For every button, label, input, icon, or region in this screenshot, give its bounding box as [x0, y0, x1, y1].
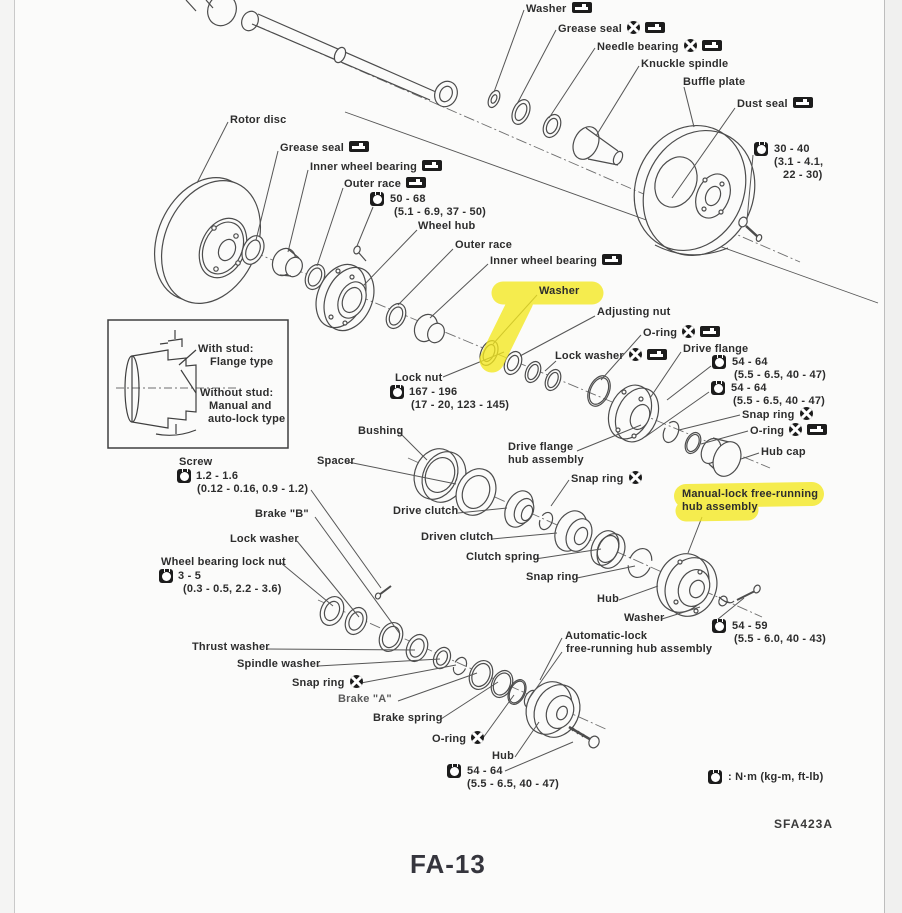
replace-icon — [789, 423, 803, 436]
label-washer-highlighted: Washer — [539, 285, 580, 297]
label-drive-clutch: Drive clutch — [393, 505, 459, 517]
torque-icon — [390, 385, 404, 399]
leader-lines — [196, 9, 760, 772]
torque-icon — [708, 770, 722, 784]
label-brake-b: Brake "B" — [255, 508, 309, 520]
torque-spec-wheel-bearing-lock-nut: Wheel bearing lock nut 3 - 5 (0.3 - 0.5,… — [159, 556, 286, 595]
label-o-ring-3: O-ring — [432, 731, 485, 746]
replace-icon — [626, 21, 640, 34]
torque-icon — [177, 469, 191, 483]
label-rotor-disc: Rotor disc — [230, 114, 287, 126]
top-chain-parts — [185, 0, 763, 257]
label-brake-spring: Brake spring — [373, 712, 443, 724]
grease-icon — [644, 22, 665, 33]
replace-icon — [628, 471, 642, 484]
grease-icon — [602, 254, 623, 265]
highlighter-marks — [479, 281, 824, 522]
label-snap-ring-4: Snap ring — [292, 675, 363, 690]
grease-icon — [571, 2, 592, 13]
grease-icon — [700, 326, 721, 337]
replace-icon — [682, 325, 696, 338]
grease-icon — [422, 160, 443, 171]
replace-icon — [683, 39, 697, 52]
label-clutch-spring: Clutch spring — [466, 551, 540, 563]
label-drive-flange: Drive flange — [683, 343, 749, 355]
label-o-ring-2: O-ring — [750, 423, 828, 438]
label-washer-top: Washer — [526, 2, 592, 16]
grease-icon — [792, 97, 813, 108]
label-thrust-washer: Thrust washer — [192, 641, 270, 653]
torque-spec-54-59: 54 - 59 (5.5 - 6.0, 40 - 43) — [712, 619, 826, 646]
label-dust-seal: Dust seal — [737, 97, 813, 111]
label-wheel-hub: Wheel hub — [418, 220, 476, 232]
label-inner-wheel-bearing-left: Inner wheel bearing — [310, 160, 443, 174]
torque-icon — [370, 192, 384, 206]
label-snap-ring-2: Snap ring — [571, 471, 642, 486]
label-hub-2: Hub — [492, 750, 514, 762]
label-lock-washer-2: Lock washer — [230, 533, 299, 545]
label-brake-a: Brake "A" — [338, 693, 392, 705]
replace-icon — [628, 348, 642, 361]
torque-spec-50-68: 50 - 68 (5.1 - 6.9, 37 - 50) — [370, 192, 486, 219]
torque-icon — [711, 381, 725, 395]
replace-icon — [799, 407, 813, 420]
label-knuckle-spindle: Knuckle spindle — [641, 58, 729, 70]
page-number: FA-13 — [410, 849, 486, 879]
label-outer-race-mid: Outer race — [455, 239, 513, 251]
label-adjusting-nut: Adjusting nut — [597, 306, 671, 318]
torque-spec-54-64-c: 54 - 64 (5.5 - 6.5, 40 - 47) — [447, 764, 559, 791]
grease-icon — [701, 40, 722, 51]
torque-spec-30-40: 30 - 40 (3.1 - 4.1, 22 - 30) — [754, 142, 823, 182]
grease-icon — [348, 141, 369, 152]
label-grease-seal-left: Grease seal — [280, 141, 369, 155]
figure-code: SFA423A — [774, 817, 834, 831]
inset-with-stud: With stud:Flange type — [198, 343, 274, 368]
label-washer-2: Washer — [624, 612, 665, 624]
torque-spec-54-64-b: 54 - 64 (5.5 - 6.5, 40 - 47) — [711, 381, 825, 408]
grease-icon — [646, 349, 667, 360]
torque-spec-screw: Screw 1.2 - 1.6 (0.12 - 0.16, 0.9 - 1.2) — [177, 456, 309, 495]
torque-icon — [712, 355, 726, 369]
label-o-ring-1: O-ring — [643, 325, 721, 340]
label-spacer: Spacer — [317, 455, 355, 467]
label-outer-race-left: Outer race — [344, 177, 427, 191]
main-chain-parts — [153, 177, 742, 477]
torque-icon — [159, 569, 173, 583]
label-buffle-plate: Buffle plate — [683, 76, 746, 88]
auto-hub-chain-parts — [319, 585, 600, 749]
clutch-chain-parts — [413, 448, 761, 617]
grease-icon — [406, 177, 427, 188]
label-lock-washer-mid: Lock washer — [555, 348, 667, 363]
replace-icon — [471, 731, 485, 744]
torque-icon — [712, 619, 726, 633]
inset-box — [107, 319, 289, 449]
label-inner-wheel-bearing-mid: Inner wheel bearing — [490, 254, 623, 268]
torque-icon — [754, 142, 768, 156]
torque-spec-lock-nut: Lock nut 167 - 196 (17 - 20, 123 - 145) — [390, 372, 509, 412]
label-hub-cap: Hub cap — [761, 446, 806, 458]
label-spindle-washer: Spindle washer — [237, 658, 321, 670]
label-bushing: Bushing — [358, 425, 404, 437]
label-hub-1: Hub — [597, 593, 619, 605]
torque-icon — [447, 764, 461, 778]
label-snap-ring-3: Snap ring — [526, 571, 579, 583]
torque-legend: : N·m (kg-m, ft-lb) — [708, 770, 823, 784]
grease-icon — [807, 424, 828, 435]
label-snap-ring-1: Snap ring — [742, 407, 813, 422]
label-driven-clutch: Driven clutch — [421, 531, 494, 543]
label-grease-seal-top: Grease seal — [558, 21, 665, 36]
replace-icon — [349, 675, 363, 688]
torque-spec-54-64-a: 54 - 64 (5.5 - 6.5, 40 - 47) — [712, 355, 826, 382]
label-needle-bearing: Needle bearing — [597, 39, 722, 54]
